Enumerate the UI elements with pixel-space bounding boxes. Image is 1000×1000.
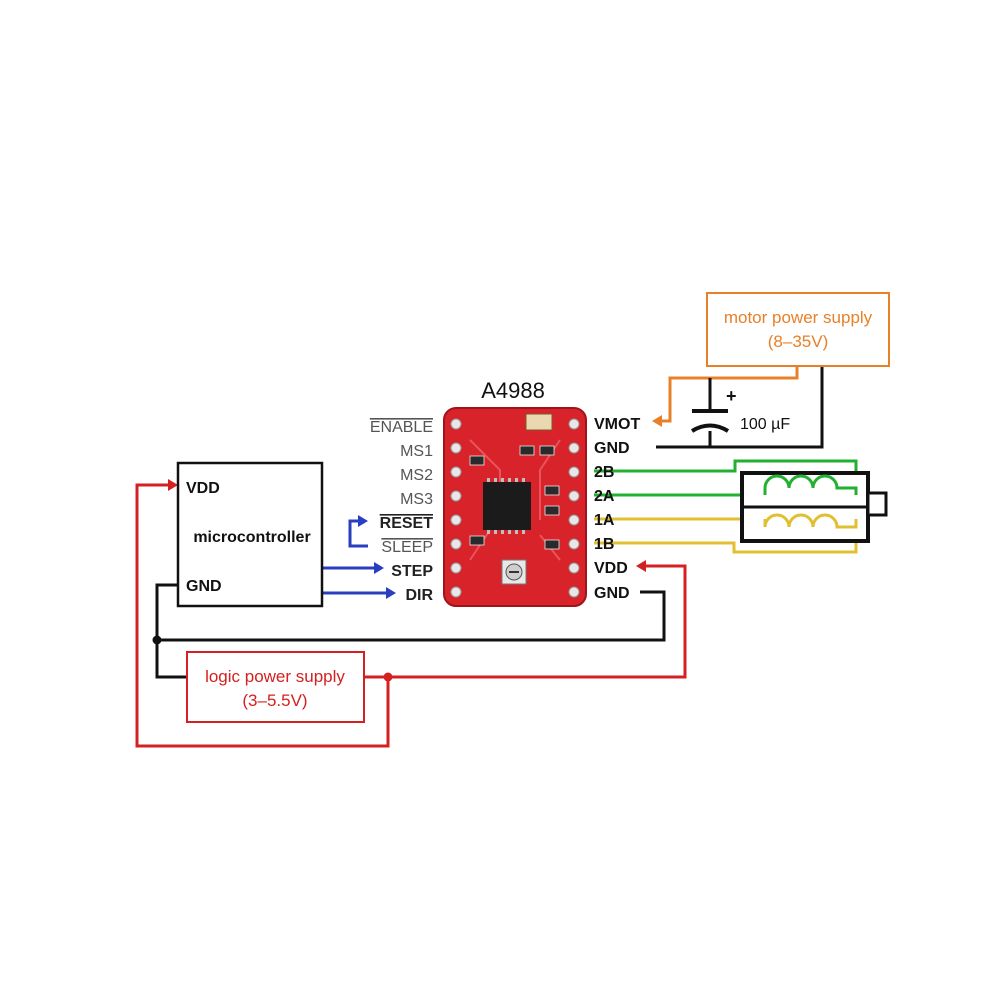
logic-supply-title: logic power supply [205,667,345,686]
pin-step: STEP [391,563,433,580]
driver-ic [483,482,531,530]
microcontroller: VDD microcontroller GND [176,461,324,608]
capacitor: + 100 µF [690,386,790,433]
mcu-gnd-label: GND [186,578,222,595]
vdd-junction [383,672,393,682]
pin-2a: 2A [594,488,615,505]
pin-gnd-motor: GND [594,440,630,457]
ground-wire-logic [155,583,666,642]
right-pin-labels: VMOT GND 2B 2A 1A 1B VDD GND [594,416,640,602]
motor-supply-title: motor power supply [724,308,873,327]
pin-enable: ENABLE [370,419,433,436]
ground-wire-logic-supply [155,640,187,679]
mcu-name: microcontroller [193,529,310,546]
mcu-vdd-label: VDD [186,480,220,497]
pin-ms2: MS2 [400,467,433,484]
step-arrowhead [374,562,384,574]
vmot-wire [656,366,799,423]
left-pin-pads [450,418,462,598]
coil-2a-wire [594,473,765,497]
current-potentiometer [501,559,527,585]
motor-supply-range: (8–35V) [768,332,828,351]
sense-resistor [525,413,553,431]
pin-reset: RESET [380,515,434,532]
logic-supply-range: (3–5.5V) [242,691,307,710]
stepper-motor [740,471,888,543]
motor-coil-a [763,513,858,529]
capacitor-label: 100 µF [740,416,790,433]
motor-coil-b [763,474,858,495]
vdd-wire-driver [364,564,687,679]
capacitor-polarity: + [726,386,737,406]
pin-1a: 1A [594,512,615,529]
pin-1b: 1B [594,536,614,553]
pin-vmot: VMOT [594,416,640,433]
pin-gnd-logic: GND [594,585,630,602]
reset-sleep-jumper [348,519,368,548]
vdd-mcu-arrowhead [168,479,178,491]
vdd-driver-arrowhead [636,560,646,572]
motor-power-supply: motor power supply (8–35V) [706,292,890,367]
pin-ms1: MS1 [400,443,433,460]
pin-vdd: VDD [594,560,628,577]
vmot-arrowhead [652,415,662,427]
right-pin-pads [568,418,580,598]
reset-arrowhead [358,515,368,527]
dir-arrowhead [386,587,396,599]
chip-title: A4988 [481,378,545,403]
pin-dir: DIR [405,587,433,604]
a4988-board: A4988 [443,378,587,607]
left-pin-labels: ENABLE MS1 MS2 MS3 RESET SLEEP STEP DIR [370,419,434,604]
pin-sleep: SLEEP [381,539,433,556]
pin-2b: 2B [594,464,614,481]
vdd-wire-mcu [135,483,390,748]
ground-junction [152,635,162,645]
logic-power-supply: logic power supply (3–5.5V) [186,651,365,723]
pin-ms3: MS3 [400,491,433,508]
